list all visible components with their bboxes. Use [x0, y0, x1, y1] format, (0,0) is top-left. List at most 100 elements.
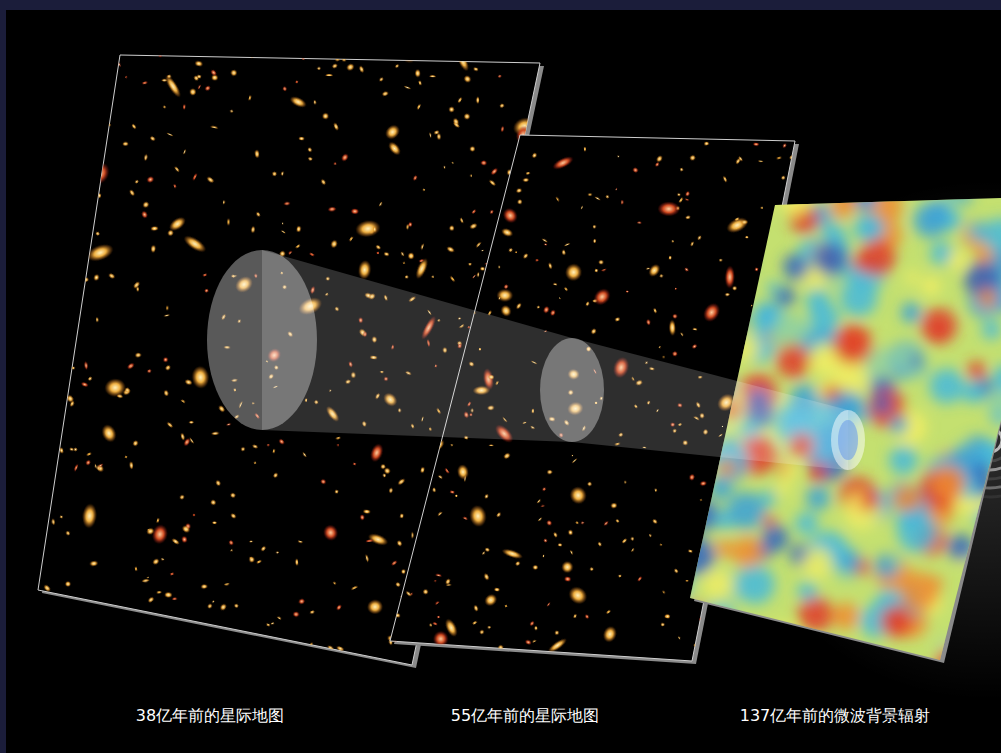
galaxy — [479, 629, 486, 636]
galaxy — [524, 639, 532, 646]
galaxy — [488, 179, 497, 188]
galaxy — [389, 257, 392, 262]
galaxy — [145, 527, 155, 536]
galaxy — [276, 551, 280, 554]
galaxy — [65, 393, 75, 404]
galaxy — [88, 122, 97, 131]
galaxy — [663, 355, 665, 358]
galaxy — [397, 662, 402, 667]
galaxy — [28, 190, 36, 197]
galaxy — [658, 131, 664, 136]
galaxy — [31, 320, 36, 325]
galaxy — [499, 648, 505, 654]
galaxy — [350, 654, 358, 663]
galaxy — [297, 663, 306, 673]
cmb-spot — [809, 303, 840, 334]
galaxy — [797, 182, 800, 185]
galaxy — [592, 225, 596, 229]
cmb-spot — [798, 582, 816, 600]
galaxy — [209, 498, 217, 506]
galaxy — [387, 243, 391, 248]
cmb-spot — [835, 360, 870, 395]
galaxy — [429, 75, 437, 78]
galaxy — [559, 653, 562, 658]
galaxy — [547, 469, 553, 474]
galaxy — [124, 625, 129, 631]
galaxy — [209, 68, 218, 77]
galaxy — [437, 615, 441, 619]
galaxy — [411, 531, 413, 539]
galaxy — [327, 206, 336, 212]
galaxy — [743, 633, 747, 638]
galaxy — [345, 62, 356, 72]
galaxy — [690, 241, 695, 247]
galaxy — [288, 94, 308, 110]
galaxy — [298, 598, 306, 606]
galaxy — [688, 473, 696, 481]
galaxy — [425, 162, 429, 166]
galaxy — [266, 623, 271, 628]
galaxy — [416, 103, 422, 110]
galaxy — [441, 238, 446, 243]
galaxy — [475, 658, 502, 680]
galaxy — [624, 480, 626, 484]
galaxy — [463, 134, 467, 139]
galaxy — [86, 452, 93, 457]
cmb-spot — [979, 578, 993, 592]
cmb-spot — [921, 308, 957, 344]
galaxy — [150, 226, 159, 232]
galaxy — [255, 663, 264, 673]
galaxy — [605, 194, 610, 199]
galaxy — [654, 161, 660, 167]
cmb-spot — [688, 602, 705, 619]
galaxy — [593, 238, 597, 243]
galaxy — [37, 413, 44, 422]
galaxy — [132, 439, 140, 447]
cmb-spot — [846, 188, 860, 202]
cmb-spot — [860, 492, 878, 510]
galaxy — [773, 639, 779, 645]
galaxy — [537, 104, 542, 111]
galaxy — [427, 237, 433, 242]
cmb-spot — [959, 192, 972, 205]
galaxy — [432, 460, 436, 464]
galaxy — [31, 237, 38, 245]
galaxy — [352, 462, 356, 465]
galaxy — [350, 208, 359, 215]
galaxy — [412, 174, 418, 181]
galaxy — [501, 547, 524, 561]
galaxy — [569, 549, 574, 555]
galaxy — [797, 162, 800, 166]
galaxy — [125, 76, 128, 79]
galaxy — [443, 165, 446, 169]
galaxy — [498, 296, 501, 300]
galaxy — [107, 272, 116, 280]
galaxy — [455, 656, 463, 664]
galaxy — [415, 453, 420, 456]
galaxy — [721, 643, 725, 650]
galaxy — [464, 179, 470, 185]
galaxy — [297, 540, 303, 544]
cmb-spot — [717, 220, 731, 234]
galaxy — [571, 454, 573, 457]
galaxy — [489, 167, 499, 177]
cmb-spot — [798, 597, 833, 632]
galaxy — [149, 135, 157, 142]
galaxy — [204, 288, 210, 294]
galaxy — [59, 515, 63, 519]
galaxy — [631, 166, 639, 174]
galaxy — [291, 664, 298, 671]
galaxy — [390, 150, 396, 157]
galaxy — [651, 518, 658, 525]
galaxy — [240, 446, 246, 452]
galaxy — [621, 537, 628, 544]
galaxy — [272, 448, 275, 454]
galaxy — [751, 131, 757, 137]
galaxy — [104, 121, 112, 127]
galaxy — [340, 152, 350, 163]
galaxy — [80, 381, 89, 388]
cmb-spot — [722, 245, 753, 276]
cmb-spot — [779, 182, 812, 215]
galaxy — [462, 112, 471, 121]
galaxy — [215, 479, 222, 487]
